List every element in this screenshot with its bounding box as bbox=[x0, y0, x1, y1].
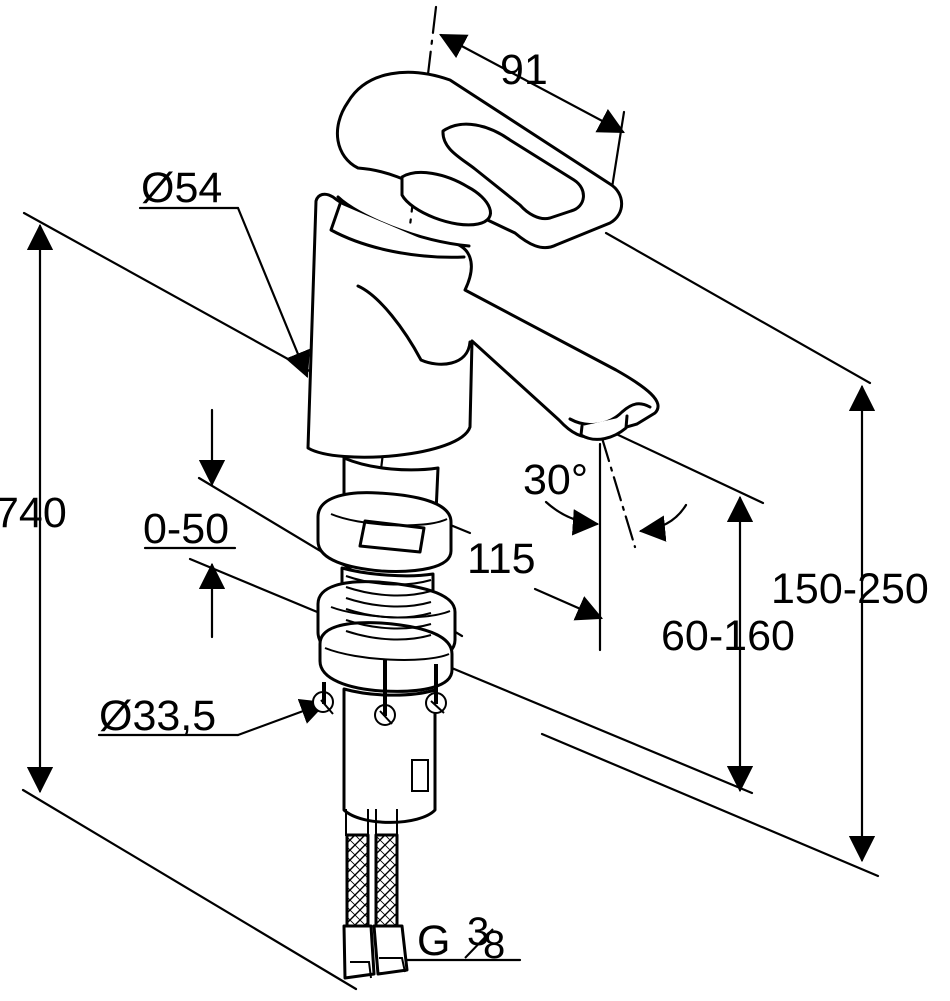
sleeve-slot bbox=[411, 759, 429, 792]
dimension-label-91: 91 bbox=[500, 46, 548, 94]
outlet-aerator bbox=[579, 414, 629, 441]
collar-band bbox=[329, 202, 466, 259]
outlet-axis-angled bbox=[600, 436, 637, 549]
dimension-label-0-50: 0-50 bbox=[143, 505, 229, 553]
screw-slots bbox=[320, 699, 445, 725]
extension-line-740-bottom bbox=[21, 788, 358, 991]
dimension-label-150-250: 150-250 bbox=[771, 565, 929, 613]
hose-connectors bbox=[345, 809, 398, 836]
angle-30-left-arrow bbox=[544, 500, 600, 536]
extension-line-740-top bbox=[22, 211, 317, 376]
dimension-91-line bbox=[439, 33, 625, 134]
extension-line-150-250-bottom bbox=[540, 732, 880, 878]
dimension-label-740: 740 bbox=[0, 489, 67, 537]
angle-30-right-arrow bbox=[638, 503, 688, 542]
mechanical-details bbox=[312, 513, 451, 979]
right-hose-fitting bbox=[372, 924, 409, 976]
left-braided-hose bbox=[345, 833, 370, 928]
fitting-nuts bbox=[350, 957, 406, 979]
dimension-label-diameter-33-5: Ø33,5 bbox=[99, 692, 216, 740]
leader-diameter-33-5 bbox=[236, 698, 328, 737]
extension-line-0-50-bottom bbox=[188, 557, 754, 795]
washer-edges bbox=[324, 513, 451, 661]
thread-fraction-slash bbox=[464, 928, 494, 959]
leader-diameter-54 bbox=[236, 206, 311, 379]
dimension-labels: 91 Ø54 740 0-50 115 Ø33,5 30° 60-160 150… bbox=[0, 46, 929, 967]
thread-fraction-bottom: 8 bbox=[483, 923, 505, 967]
spout-bottom-contour bbox=[568, 402, 652, 427]
dimension-label-diameter-54: Ø54 bbox=[141, 164, 222, 212]
dimension-label-30-degrees: 30° bbox=[523, 456, 588, 504]
clamp-plate bbox=[318, 621, 454, 693]
thread-label-g: G bbox=[417, 917, 450, 965]
extension-line-150-250-top bbox=[604, 231, 872, 385]
left-hose-fitting bbox=[342, 924, 376, 980]
lever-opening bbox=[441, 122, 585, 221]
body-front-contour bbox=[356, 284, 472, 366]
right-braided-hose bbox=[374, 833, 399, 928]
dimension-label-60-160: 60-160 bbox=[661, 612, 795, 660]
lever-shadow-inset bbox=[400, 170, 492, 227]
clamp-screws bbox=[322, 660, 438, 716]
thread-fraction-top: 3 bbox=[467, 910, 489, 954]
extension-line-outlet bbox=[610, 430, 765, 505]
faucet-body bbox=[306, 70, 660, 980]
dimension-115-lower-arrow bbox=[533, 587, 604, 621]
dimension-label-115: 115 bbox=[467, 535, 536, 583]
